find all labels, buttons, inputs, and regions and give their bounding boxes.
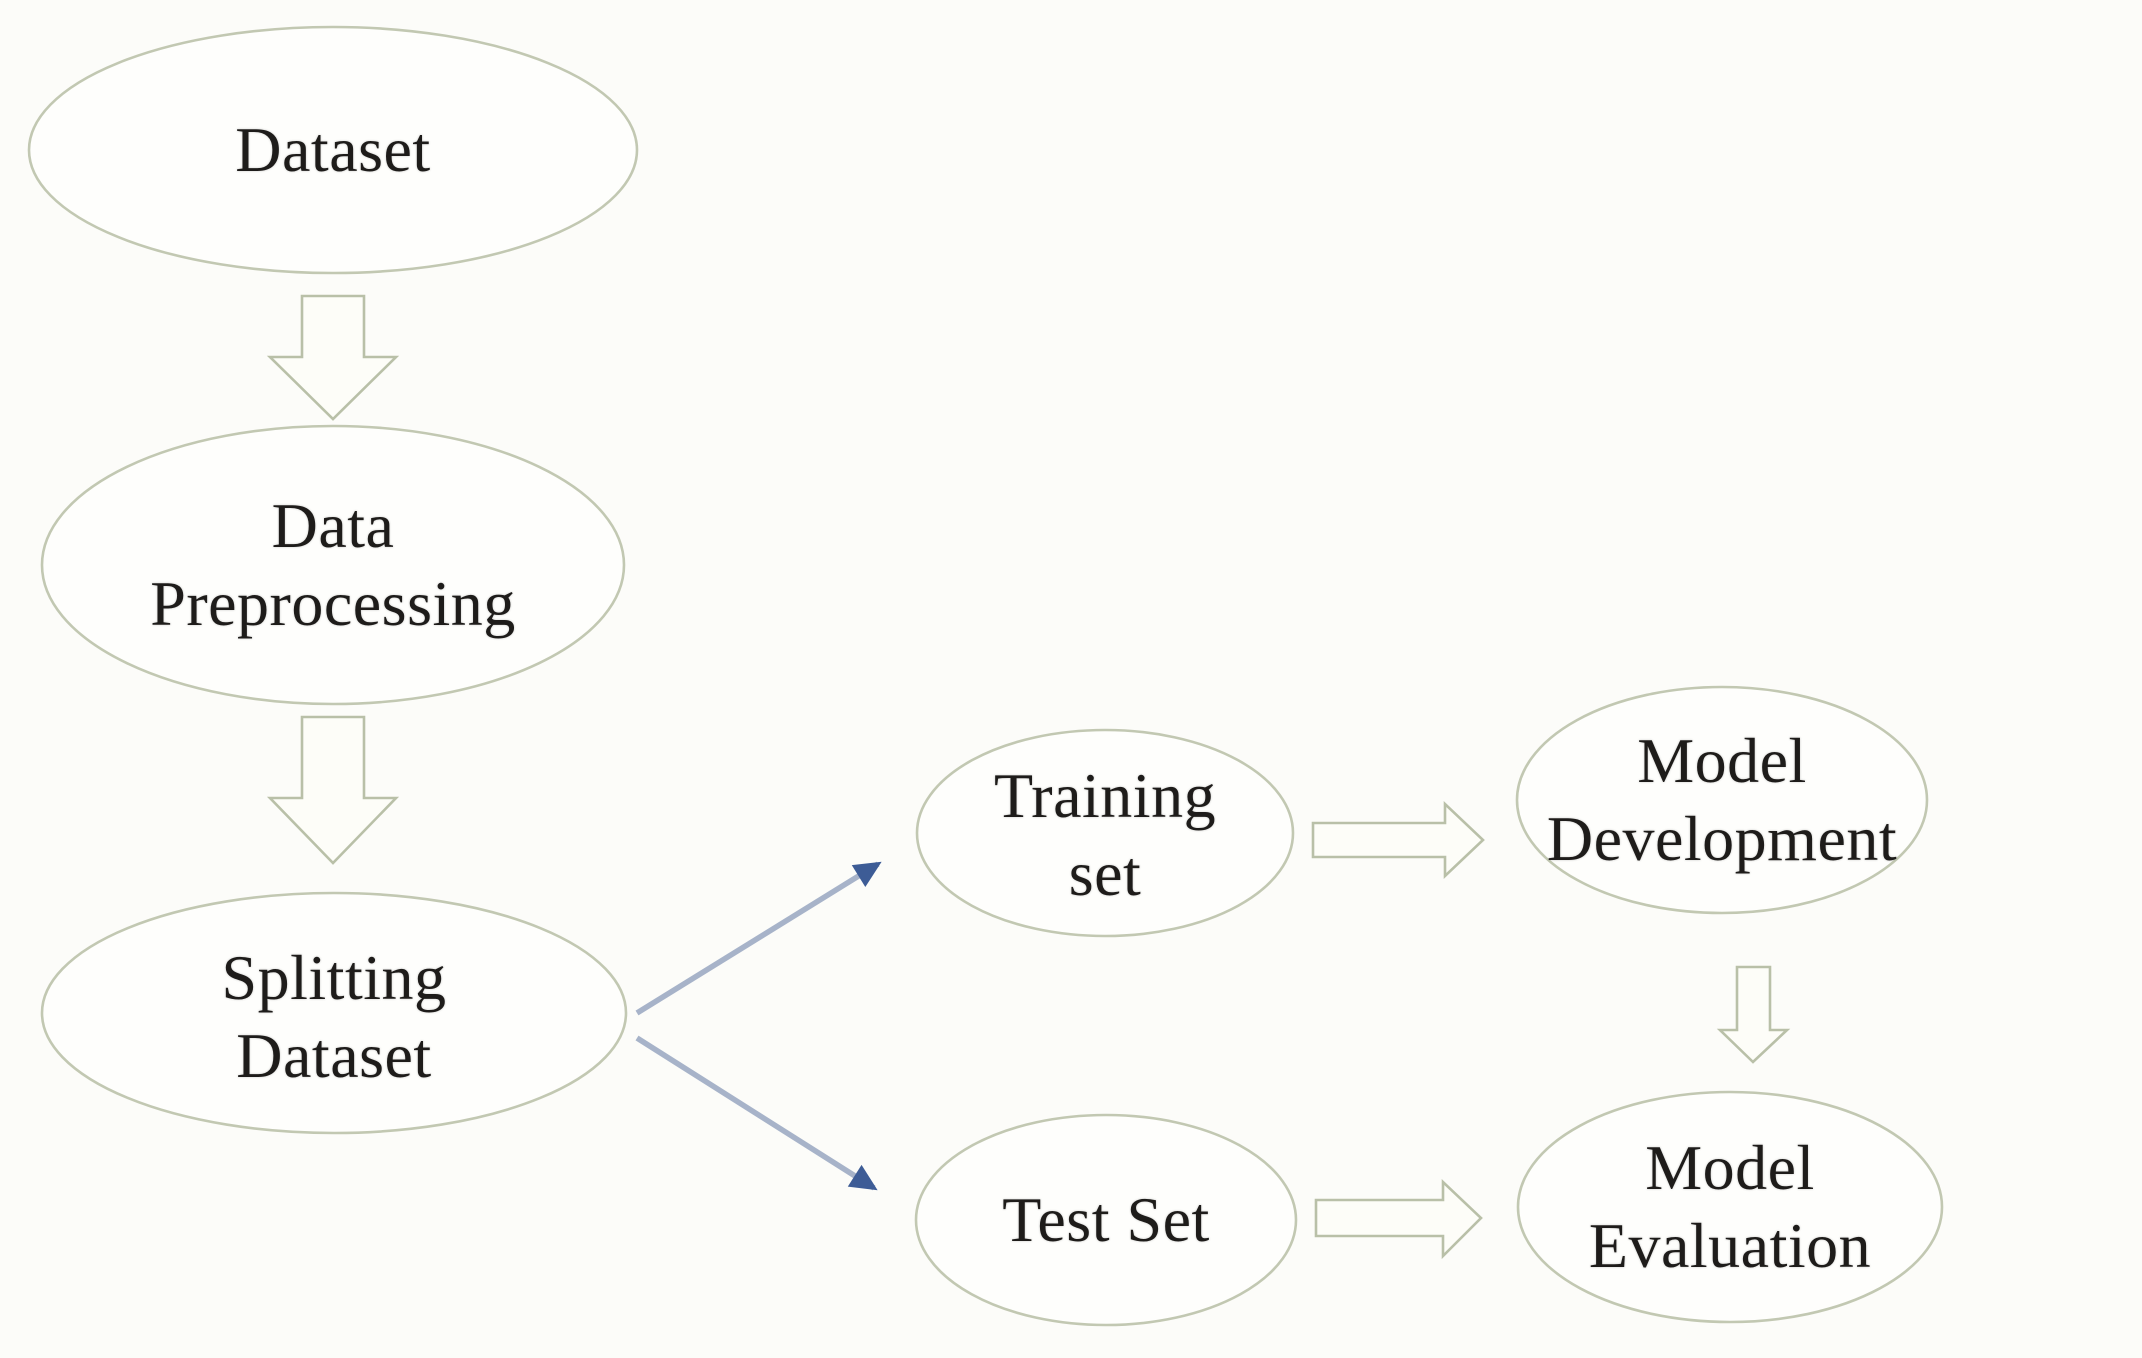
model-evaluation-label-line: Evaluation — [1588, 1210, 1872, 1281]
splitting-dataset-label-line: Splitting — [221, 942, 447, 1013]
arrow-development-to-evaluation-icon — [1716, 965, 1791, 1064]
arrow-splitting-to-training-icon — [635, 861, 882, 1016]
test-set-label: Test Set — [956, 1160, 1256, 1280]
model-development-ellipse — [1515, 685, 1929, 915]
dataset-label-line: Dataset — [235, 114, 431, 185]
test-set-ellipse — [914, 1113, 1298, 1327]
test-set-label-line: Test Set — [1002, 1184, 1210, 1255]
training-set-label: Training set — [955, 755, 1255, 915]
arrow-test-to-evaluation-icon — [1314, 1178, 1483, 1260]
model-development-label: Model Development — [1522, 720, 1922, 880]
model-development-label-line: Model — [1637, 725, 1807, 796]
model-development-label-line: Development — [1546, 803, 1898, 874]
data-preprocessing-label-line: Preprocessing — [150, 568, 516, 639]
splitting-dataset-label-line: Dataset — [236, 1020, 432, 1091]
arrow-preprocessing-to-splitting-icon — [266, 715, 400, 865]
data-preprocessing-label: Data Preprocessing — [83, 485, 583, 645]
arrow-splitting-to-test-icon — [635, 1035, 878, 1191]
arrow-dataset-to-preprocessing-icon — [266, 294, 400, 421]
dataset-label: Dataset — [133, 90, 533, 210]
training-set-ellipse — [915, 728, 1295, 938]
splitting-dataset-ellipse — [40, 891, 628, 1135]
model-evaluation-ellipse — [1516, 1090, 1944, 1324]
dataset-ellipse — [27, 25, 639, 275]
splitting-dataset-label: Splitting Dataset — [134, 937, 534, 1097]
data-preprocessing-label-line: Data — [271, 490, 395, 561]
training-set-label-line: Training — [993, 760, 1217, 831]
model-evaluation-label-line: Model — [1645, 1132, 1815, 1203]
model-evaluation-label: Model Evaluation — [1530, 1127, 1930, 1287]
data-preprocessing-ellipse — [40, 424, 626, 706]
training-set-label-line: set — [1068, 838, 1142, 909]
arrow-training-to-development-icon — [1311, 800, 1485, 880]
